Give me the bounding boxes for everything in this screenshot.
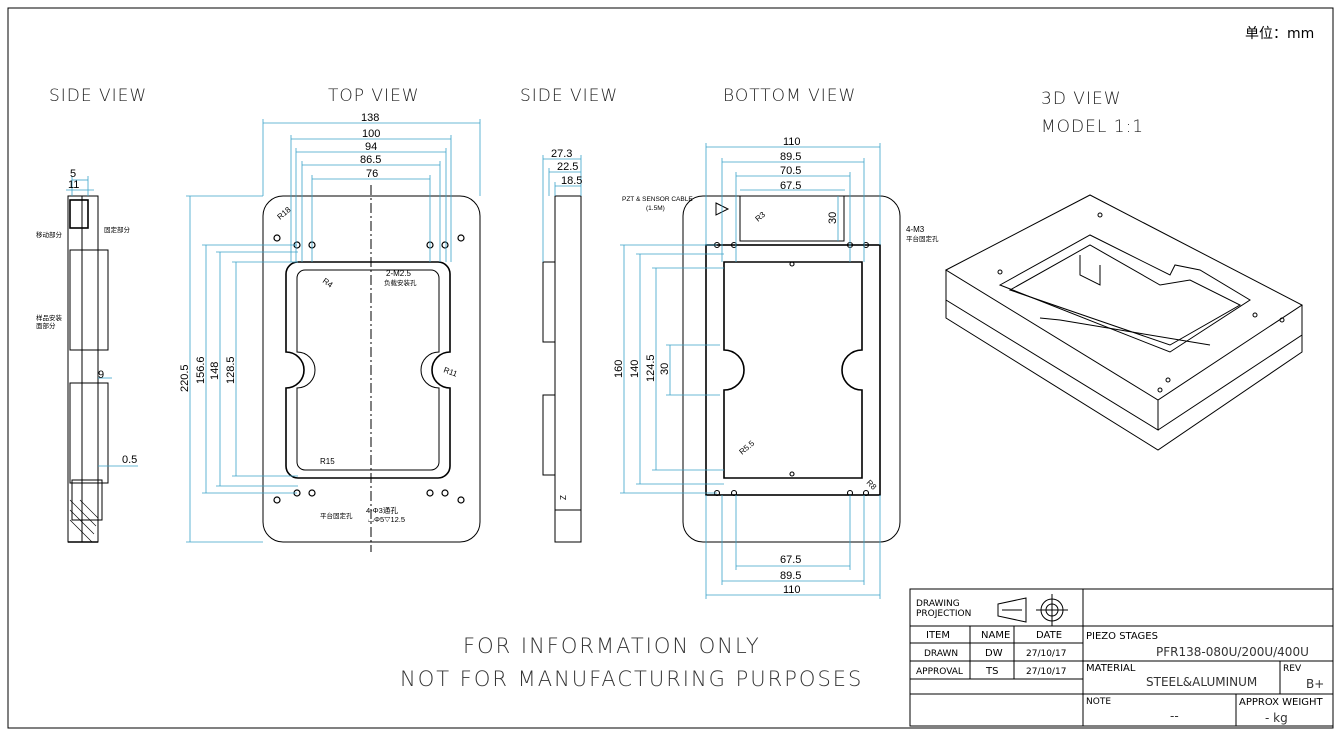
drawn-date: 27/10/17 [1026, 649, 1066, 659]
dim-bot-110-top: 110 [783, 136, 801, 148]
bottom-view: 110 89.5 70.5 67.5 67.5 89.5 110 160 140… [613, 136, 939, 599]
note-load-mount-hole: 负载安装孔 [384, 278, 417, 287]
projection-label-1: DRAWING [916, 599, 960, 609]
dim-top-100: 100 [362, 128, 380, 140]
note-fixed-part: 固定部分 [104, 225, 131, 234]
dim-bot-124-5: 124.5 [645, 354, 657, 382]
side-view-mid: 27.3 22.5 18.5 Z [542, 148, 582, 543]
head-name: NAME [981, 630, 1010, 641]
side-view-mid-title: SIDE VIEW [520, 86, 618, 106]
dim-top-76: 76 [366, 168, 378, 180]
dim-top-156-6: 156.6 [195, 356, 207, 384]
approval-date: 27/10/17 [1026, 667, 1066, 677]
dim-bot-67-5-bottom: 67.5 [780, 554, 801, 566]
note-label: NOTE [1086, 697, 1111, 707]
dim-top-86-5: 86.5 [360, 154, 381, 166]
note-platform-fix-hole-top: 平台固定孔 [320, 511, 353, 520]
note-sample-mount: 样品安装 [36, 313, 63, 322]
view-3d-model [944, 194, 1303, 451]
dim-bot-160: 160 [613, 360, 625, 378]
top-view-title: TOP VIEW [328, 86, 420, 106]
dim-top-148: 148 [209, 362, 221, 380]
dim-bot-30-slot: 30 [827, 212, 839, 224]
material-label: MATERIAL [1086, 663, 1136, 674]
radius-r15: R15 [320, 457, 335, 466]
dim-mid-18-5: 18.5 [561, 175, 582, 187]
rev-value: B+ [1306, 677, 1324, 691]
model-scale-title: MODEL 1:1 [1041, 117, 1144, 137]
dim-mid-27-3: 27.3 [551, 148, 572, 160]
dim-bot-70-5: 70.5 [780, 165, 801, 177]
radius-r4: R4 [321, 276, 335, 290]
approval-name: TS [985, 666, 998, 677]
dim-mid-22-5: 22.5 [557, 161, 578, 173]
head-item: ITEM [926, 630, 950, 641]
top-view: 138 100 94 86.5 76 220.5 156.6 148 128.5… [179, 112, 481, 552]
dim-top-220-5: 220.5 [179, 364, 191, 392]
note-4-m3: 4-M3 [906, 225, 925, 234]
projection-label-2: PROJECTION [916, 609, 971, 619]
sheet-border [7, 7, 1334, 729]
unit-label: 单位：mm [1245, 26, 1314, 42]
note-value: -- [1170, 709, 1179, 723]
axis-z-label: Z [559, 495, 568, 500]
radius-r11: R11 [442, 365, 459, 378]
dim-top-138: 138 [361, 112, 379, 124]
note-surface-part: 面部分 [36, 321, 56, 330]
part-number: PFR138-080U/200U/400U [1156, 645, 1309, 659]
dim-side-5: 5 [70, 168, 76, 180]
view-3d-title: 3D VIEW [1041, 89, 1122, 109]
drawn-name: DW [985, 648, 1003, 659]
weight-label: APPROX WEIGHT [1239, 697, 1324, 708]
title-block: DRAWING PROJECTION ITEM NAME DATE DRAWN … [909, 588, 1334, 727]
dim-bot-67-5-top: 67.5 [780, 180, 801, 192]
dim-bot-89-5-top: 89.5 [780, 151, 801, 163]
dim-bot-110-bottom: 110 [783, 584, 801, 596]
dim-top-128-5: 128.5 [225, 356, 237, 384]
material-value: STEEL&ALUMINUM [1146, 675, 1257, 689]
bottom-view-title: BOTTOM VIEW [723, 86, 856, 106]
side-view-left-title: SIDE VIEW [49, 86, 147, 106]
side-view-left: 5 11 9 0.5 移动部分 固定部分 样品安装 面部分 [36, 168, 138, 543]
dim-bot-140: 140 [629, 360, 641, 378]
note-4-phi3-hole: 4-Φ3通孔 [366, 505, 398, 515]
drawn-label: DRAWN [924, 649, 958, 659]
notice-not-manufacturing: NOT FOR MANUFACTURING PURPOSES [400, 667, 863, 691]
category-label: PIEZO STAGES [1086, 631, 1158, 642]
dim-side-9: 9 [98, 369, 104, 381]
notice-info-only: FOR INFORMATION ONLY [463, 634, 761, 658]
approval-label: APPROVAL [916, 667, 963, 677]
dim-side-0-5: 0.5 [122, 454, 137, 466]
dim-top-94: 94 [365, 141, 377, 153]
dim-bot-30-vert: 30 [659, 363, 671, 375]
note-counterbore: ⌴Φ5▽12.5 [368, 515, 405, 524]
radius-r3: R3 [754, 210, 768, 224]
note-2-m2-5: 2-M2.5 [386, 269, 411, 278]
head-date: DATE [1036, 630, 1062, 641]
dim-bot-89-5-bottom: 89.5 [780, 570, 801, 582]
rev-label: REV [1283, 664, 1302, 674]
note-moving-part: 移动部分 [36, 230, 63, 239]
radius-r8: R8 [865, 478, 879, 492]
dim-side-11: 11 [68, 179, 79, 191]
note-platform-fix-hole-bottom: 平台固定孔 [906, 234, 939, 243]
radius-r18: R18 [276, 205, 293, 222]
weight-value: - kg [1265, 711, 1288, 725]
note-cable-length: (1.5M) [646, 205, 665, 212]
radius-r5-5: R5.5 [738, 438, 757, 456]
note-cable: PZT & SENSOR CABLE [622, 196, 693, 203]
